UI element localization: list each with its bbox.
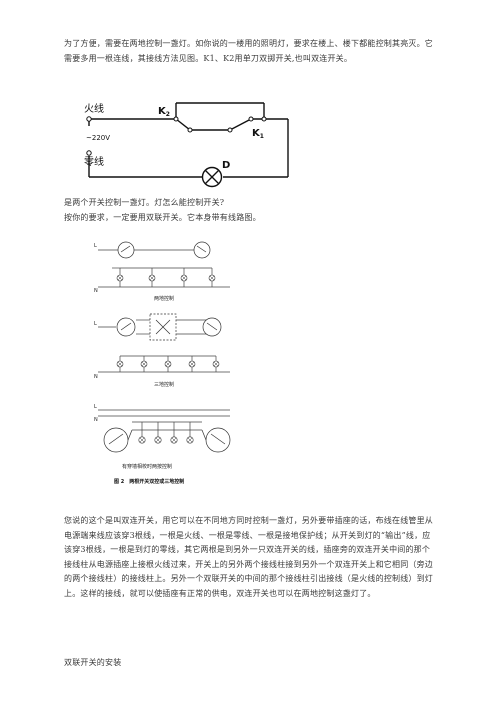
switch-icon (193, 241, 211, 259)
k1-contact-2 (227, 127, 233, 133)
switch-k2-label: K2 (158, 106, 170, 118)
explanation-paragraph: 您说的这个是叫双连开关，用它可以在不同地方同时控制一盏灯，另外要带插座的话，布线… (64, 516, 433, 598)
live-label: L (94, 404, 97, 410)
k2-common-contact (173, 116, 179, 122)
live-label: 火线 (84, 102, 104, 115)
neutral-terminal (86, 150, 92, 156)
question-line: 是两个开关控制一盏灯。灯怎么能控制开关? (64, 198, 225, 207)
switch-icon (117, 241, 135, 259)
k2-contact-2 (187, 127, 193, 133)
question-text: 是两个开关控制一盏灯。灯怎么能控制开关? 按你的要求，一定要用双联开关。它本身带… (64, 195, 436, 225)
caption-three-place-control: 三地控制 (154, 381, 174, 388)
k1-common-contact (248, 116, 254, 122)
figure-caption: 图 2 两根开关双控或三地控制 (114, 478, 184, 485)
lamp-label: D (222, 160, 230, 171)
neutral-label: N (94, 374, 98, 380)
neutral-label: N (94, 288, 98, 294)
k1-contact-1 (261, 116, 267, 122)
caption-through-wall-control: 有穿墙相校时两按控制 (122, 463, 172, 470)
switch-icon (116, 317, 136, 337)
live-label: L (94, 321, 97, 327)
lamp-icon (201, 166, 223, 188)
switch-icon (202, 317, 222, 337)
intermediate-switch-icon (149, 313, 177, 341)
section-heading: 双联开关的安装 (64, 658, 122, 667)
switch-icon (205, 427, 231, 453)
wiring-diagram-two-way-switch: 火线 ~220V 零线 K2 K1 D (84, 102, 289, 188)
wiring-diagram-multi-control: L N L N L N 两地控制 三地控制 有穿墙相校时两按控制 图 2 两根开… (94, 241, 231, 485)
intro-paragraph: 为了方便，需要在两地控制一盏灯。如你说的一楼用的照明灯，要求在楼上、楼下都能控制… (64, 39, 433, 63)
live-label: L (94, 243, 97, 249)
switch-k1-label: K1 (252, 128, 264, 140)
neutral-label: N (94, 417, 98, 423)
voltage-label: ~220V (86, 134, 110, 142)
live-terminal (86, 116, 92, 122)
caption-two-place-control: 两地控制 (154, 295, 174, 302)
neutral-label: 零线 (84, 155, 104, 168)
question-line: 按你的要求，一定要用双联开关。它本身带有线路图。 (64, 213, 261, 222)
switch-icon (103, 427, 129, 453)
